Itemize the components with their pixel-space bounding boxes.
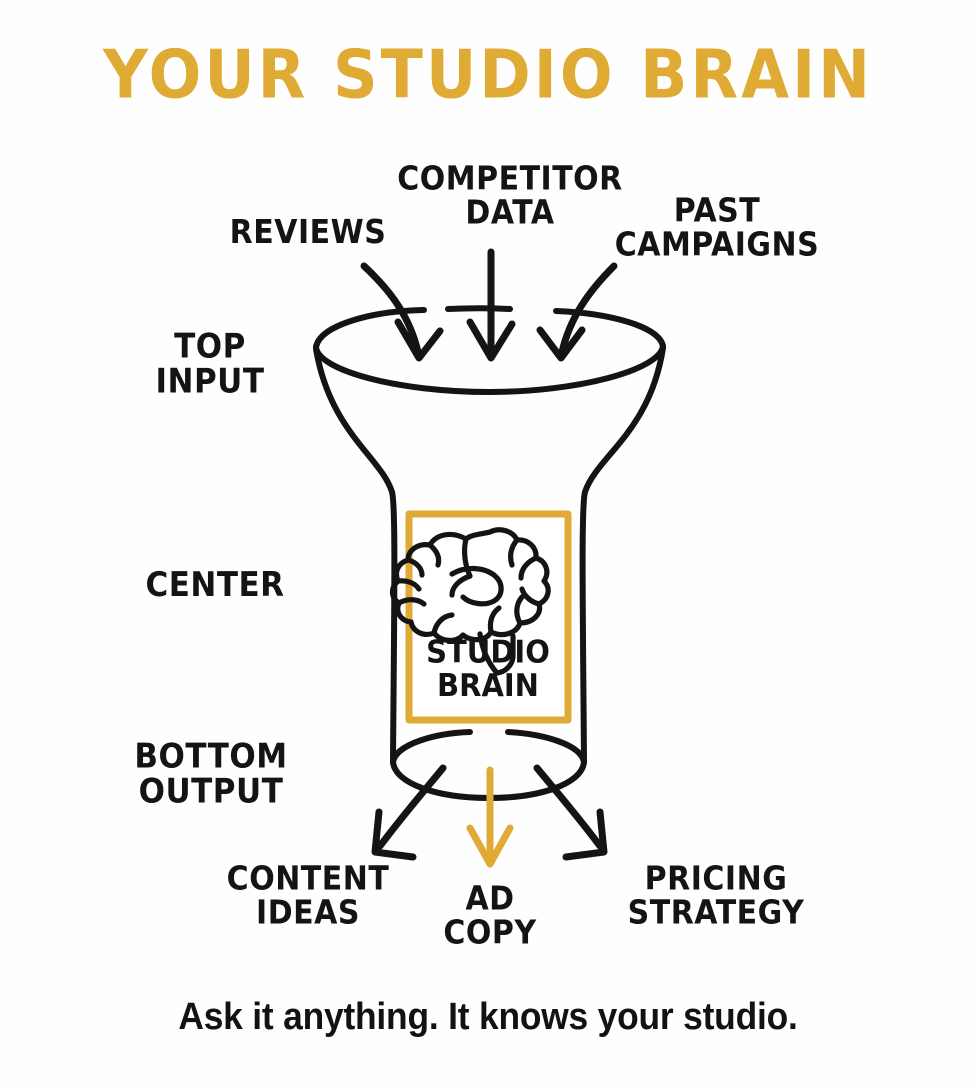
- input-label-competitor-data: COMPETITOR DATA: [397, 159, 623, 232]
- funnel-base-back-left: [390, 729, 473, 765]
- funnel-outline: [313, 305, 666, 801]
- output-label-ad-copy: AD COPY: [443, 879, 537, 952]
- input-arrows: [360, 248, 618, 362]
- funnel-wall-right: [579, 345, 666, 765]
- page-title: YOUR STUDIO BRAIN: [102, 35, 874, 114]
- output-arrow-content-ideas: [371, 764, 447, 861]
- input-label-reviews: REVIEWS: [229, 213, 387, 252]
- input-arrow-past-campaigns: [536, 262, 618, 362]
- funnel-rim-back-left: [313, 307, 427, 350]
- zone-label-top-input: TOP INPUT: [155, 326, 265, 401]
- studio-brain-card[interactable]: [389, 510, 572, 724]
- output-arrows: [371, 764, 608, 868]
- output-label-pricing-strategy: PRICING STRATEGY: [627, 859, 805, 932]
- page-caption: Ask it anything. It knows your studio.: [178, 996, 798, 1038]
- input-arrow-reviews: [360, 262, 444, 362]
- funnel-rim-front: [313, 343, 666, 395]
- zone-label-bottom-output: BOTTOM OUTPUT: [134, 736, 288, 811]
- studio-brain-card-label: STUDIO BRAIN: [426, 633, 550, 704]
- brain-icon: [389, 527, 551, 676]
- funnel-base-back-right: [505, 729, 587, 765]
- input-arrow-competitor-data: [466, 248, 516, 362]
- input-label-past-campaigns: PAST CAMPAIGNS: [614, 191, 820, 264]
- output-label-content-ideas: CONTENT IDEAS: [226, 859, 390, 932]
- zone-label-center: CENTER: [145, 565, 285, 605]
- output-arrow-pricing-strategy: [533, 764, 608, 861]
- funnel-rim-back-mid: [445, 305, 513, 312]
- funnel-rim-back-right: [553, 308, 666, 349]
- funnel-wall-left: [313, 346, 398, 765]
- output-arrow-ad-copy: [466, 766, 514, 868]
